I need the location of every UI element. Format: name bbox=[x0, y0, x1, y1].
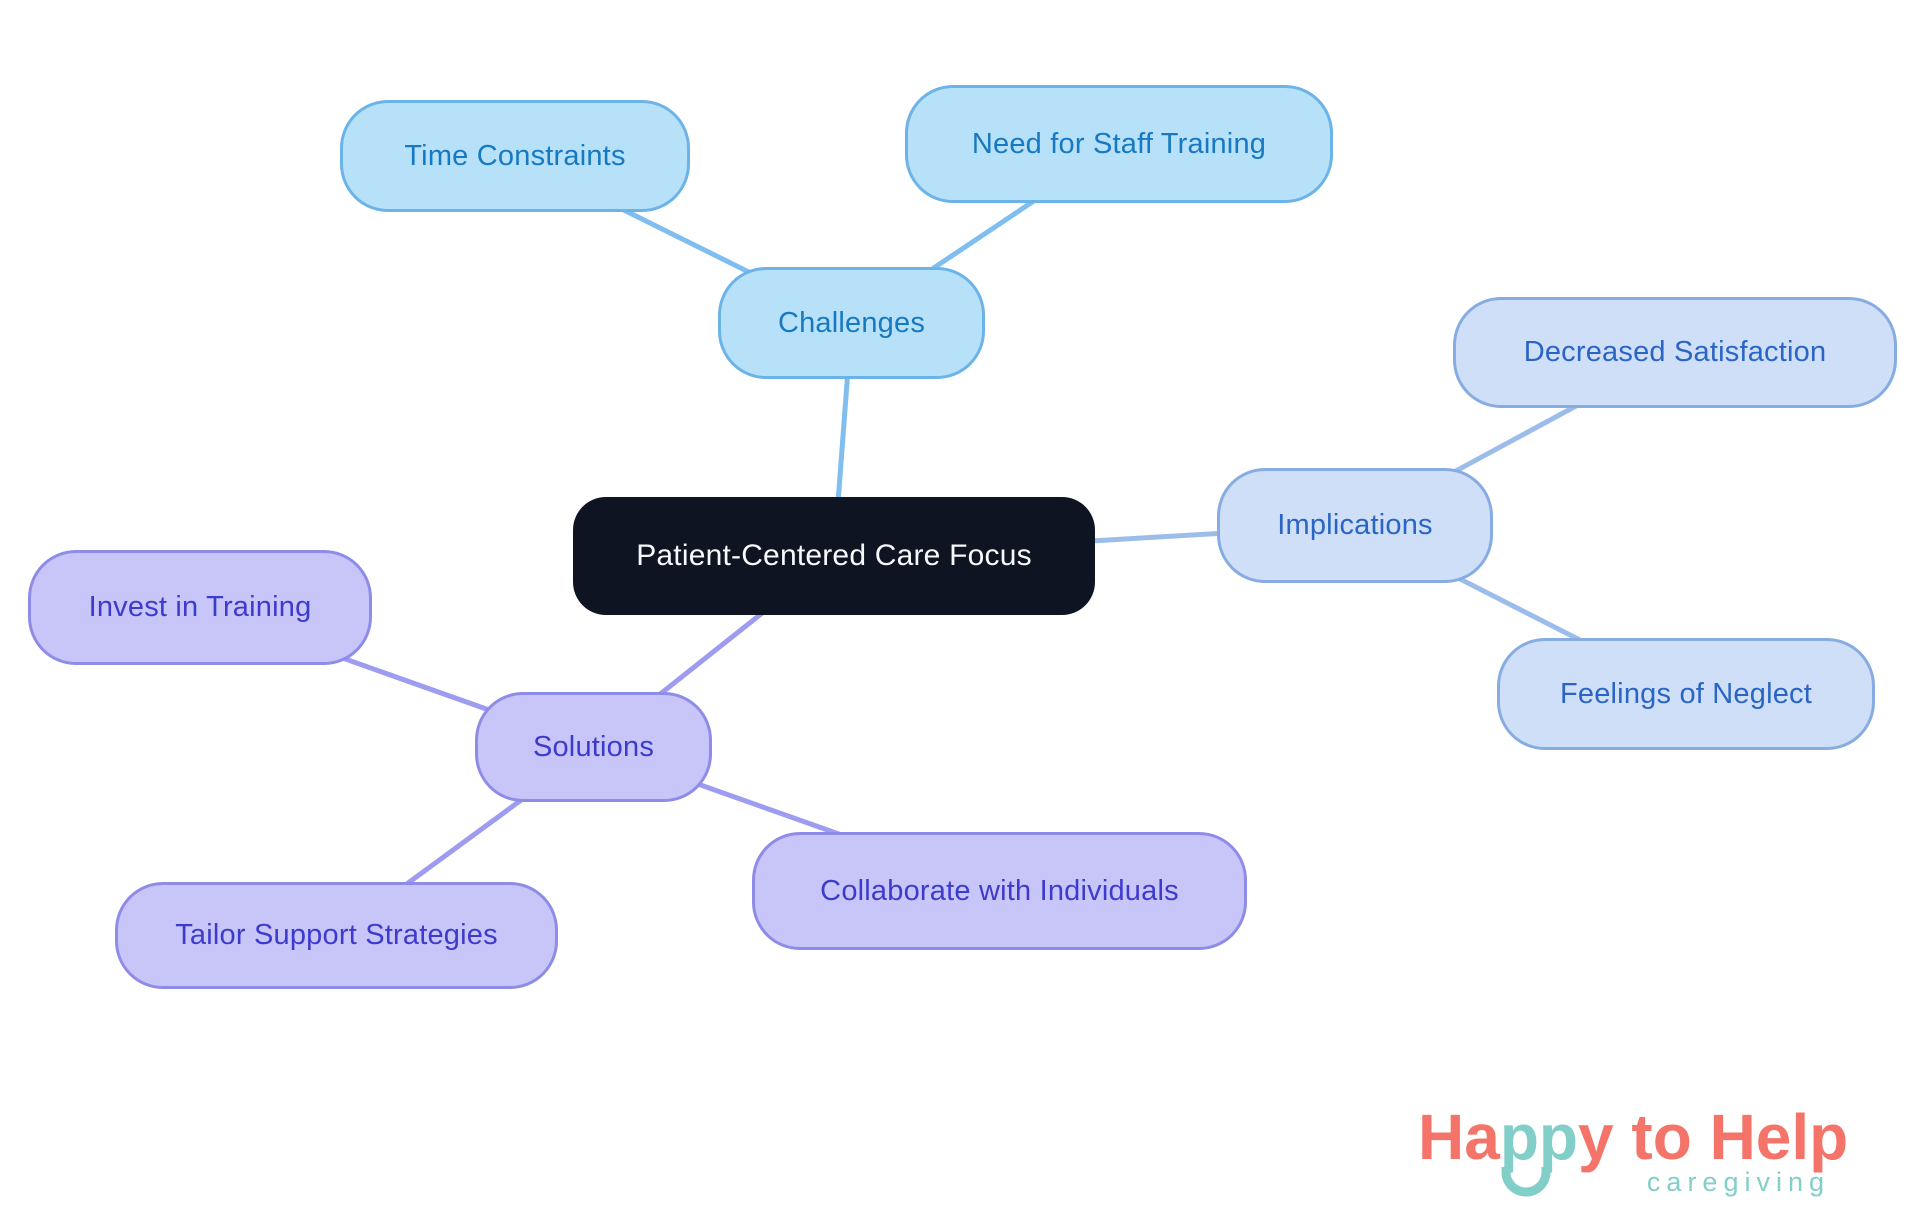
logo-title-part1: Ha bbox=[1418, 1101, 1500, 1173]
mindmap-node-solutions[interactable]: Solutions bbox=[475, 692, 712, 802]
mindmap-node-challenges[interactable]: Challenges bbox=[718, 267, 985, 379]
mindmap-node-central[interactable]: Patient-Centered Care Focus bbox=[573, 497, 1095, 615]
logo-title-part3: y to Help bbox=[1578, 1101, 1849, 1173]
smile-icon bbox=[1501, 1167, 1551, 1197]
mindmap-node-implications[interactable]: Implications bbox=[1217, 468, 1493, 583]
happy-to-help-logo: Happy to Help caregiving bbox=[1418, 1101, 1880, 1198]
logo-title: Happy to Help bbox=[1418, 1101, 1880, 1197]
mindmap-node-invest-in-training[interactable]: Invest in Training bbox=[28, 550, 372, 665]
logo-title-part2: pp bbox=[1499, 1101, 1578, 1173]
mindmap-node-time-constraints[interactable]: Time Constraints bbox=[340, 100, 690, 212]
mindmap-node-feelings-of-neglect[interactable]: Feelings of Neglect bbox=[1497, 638, 1875, 750]
logo-subtitle: caregiving bbox=[1646, 1167, 1830, 1198]
mindmap-node-collaborate-with-individuals[interactable]: Collaborate with Individuals bbox=[752, 832, 1247, 950]
mindmap-node-tailor-support-strategies[interactable]: Tailor Support Strategies bbox=[115, 882, 558, 989]
mindmap-node-decreased-satisfaction[interactable]: Decreased Satisfaction bbox=[1453, 297, 1897, 408]
mindmap-node-need-for-staff-training[interactable]: Need for Staff Training bbox=[905, 85, 1333, 203]
